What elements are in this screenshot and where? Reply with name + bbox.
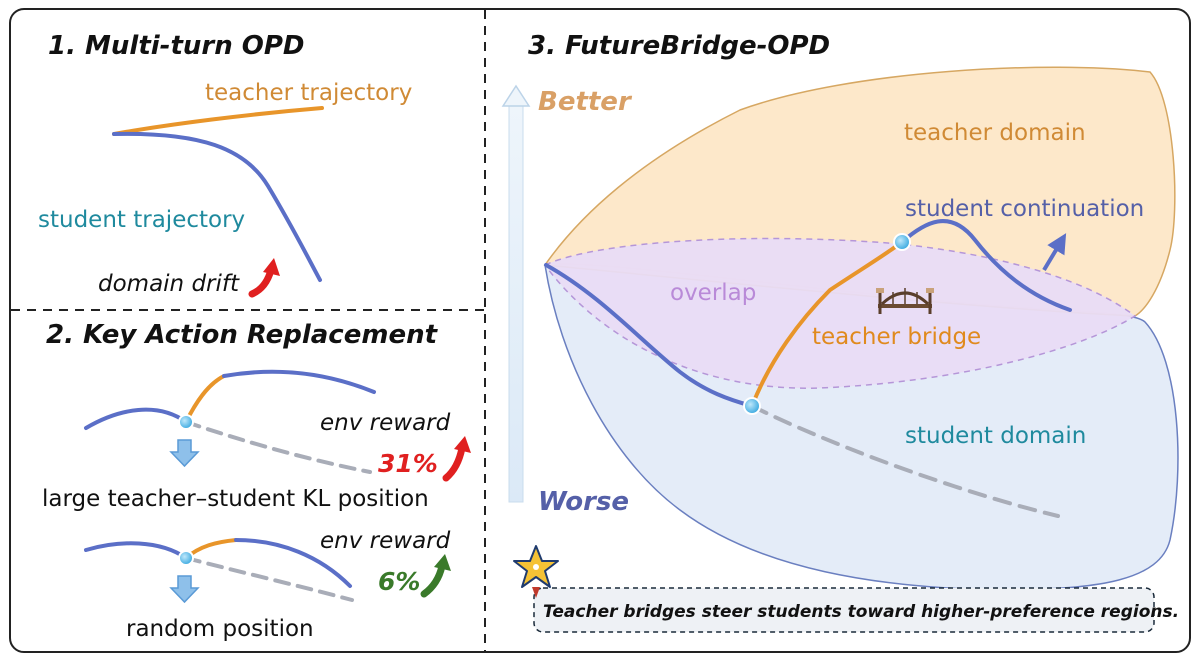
- panel2-title: 2. Key Action Replacement: [46, 320, 439, 350]
- down-arrow-icon: [169, 439, 200, 468]
- panel3-title: 3. FutureBridge-OPD: [528, 31, 830, 61]
- axis-better-label: Better: [538, 87, 633, 117]
- case2-reward-value: 6%: [378, 567, 420, 596]
- student-trajectory-start: [544, 263, 754, 408]
- star-icon: [513, 545, 559, 598]
- panel1-title: 1. Multi-turn OPD: [48, 31, 305, 61]
- student-trajectory-dashed: [750, 404, 1060, 518]
- panel-multi-turn-opd: 1. Multi-turn OPD teacher trajectory stu…: [38, 31, 412, 298]
- teacher-trajectory-line: [112, 106, 324, 136]
- student-continuation-label: student continuation: [905, 196, 1144, 222]
- student-trajectory-label: student trajectory: [38, 207, 245, 233]
- case1-trajectory: [84, 369, 376, 474]
- panel-futurebridge-opd: 3. FutureBridge-OPD Better Worse teacher…: [501, 31, 1179, 633]
- case1-reward-value: 31%: [378, 449, 438, 478]
- case2-trajectory: [84, 538, 354, 602]
- teacher-domain-label: teacher domain: [904, 120, 1086, 146]
- case2-position-label: random position: [126, 616, 314, 642]
- callout-box: [533, 587, 1155, 633]
- trend-up-red-arrow-icon: [442, 436, 471, 482]
- teacher-bridge-label: teacher bridge: [812, 324, 981, 350]
- trend-up-arrow-icon: [248, 258, 280, 298]
- down-arrow-icon: [169, 575, 200, 604]
- bridge-icon: [876, 288, 934, 314]
- teacher-trajectory-label: teacher trajectory: [205, 80, 412, 106]
- case1-reward-label: env reward: [320, 410, 451, 436]
- student-domain-label: student domain: [905, 423, 1086, 449]
- preference-axis: [501, 84, 531, 503]
- student-continuation-path: [900, 219, 1072, 312]
- teacher-bridge-path: [750, 240, 904, 408]
- domain-drift-label: domain drift: [98, 271, 240, 297]
- bridge-end-node: [893, 233, 911, 251]
- student-trajectory-line: [112, 131, 322, 282]
- figure-frame: [9, 8, 1191, 653]
- replacement-node-random: [178, 550, 194, 566]
- case1-position-label: large teacher–student KL position: [42, 486, 429, 512]
- case2-reward-label: env reward: [320, 528, 451, 554]
- replacement-node: [178, 414, 194, 430]
- axis-worse-label: Worse: [538, 487, 629, 517]
- bridge-start-node: [743, 397, 761, 415]
- trend-up-green-arrow-icon: [420, 554, 451, 598]
- overlap-region: [543, 237, 1137, 389]
- continuation-arrow-icon: [1042, 233, 1067, 272]
- overlap-label: overlap: [670, 280, 756, 306]
- panel-key-action-replacement: 2. Key Action Replacement env reward 31%…: [42, 320, 471, 642]
- callout-text: Teacher bridges steer students toward hi…: [543, 602, 1179, 622]
- axis-up-arrow-icon: [501, 84, 531, 107]
